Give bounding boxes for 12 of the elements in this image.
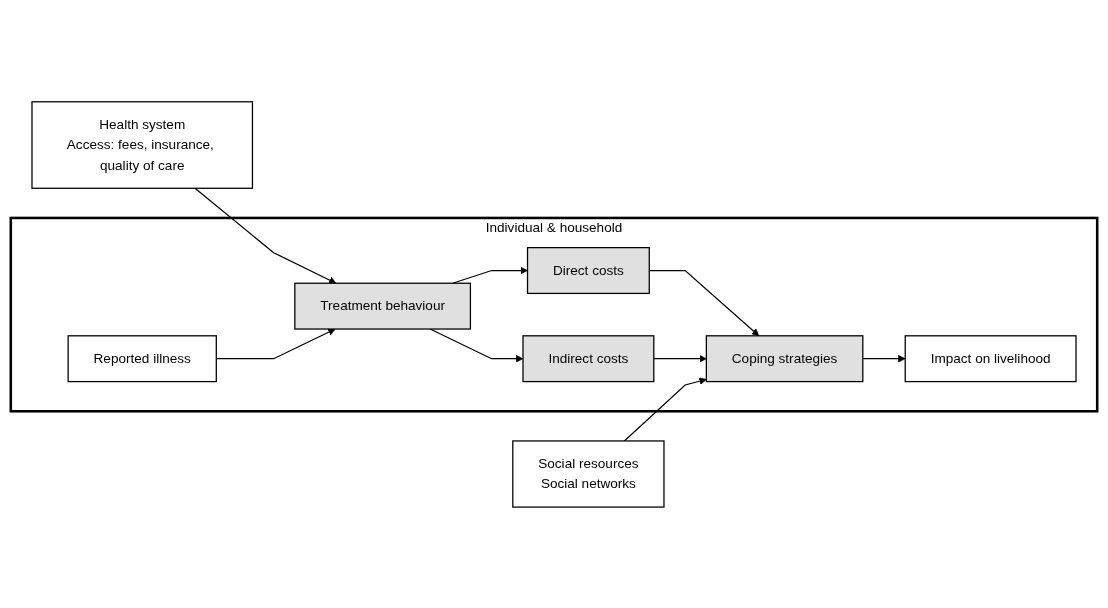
node-box: Social resources Social networks <box>512 439 665 508</box>
node-box: Impact on livelihood <box>904 334 1077 382</box>
node-box: Indirect costs <box>522 334 655 382</box>
arrow <box>862 354 906 362</box>
node-box: Treatment behaviour <box>294 282 472 330</box>
node-box: Direct costs <box>526 246 650 294</box>
node-box: Reported illness <box>67 334 217 382</box>
arrow <box>194 187 337 284</box>
arrow <box>623 377 707 442</box>
arrow <box>653 354 707 362</box>
node-box: Coping strategies <box>705 334 864 382</box>
node-box: Health system Access: fees, insurance, quality of care <box>31 100 254 189</box>
